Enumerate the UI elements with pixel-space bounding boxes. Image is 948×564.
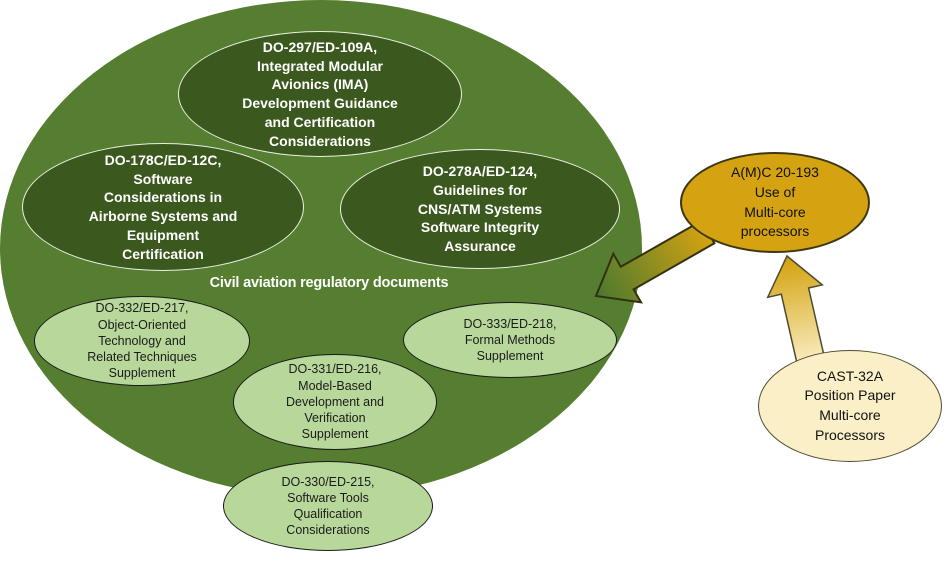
node-cast-32a-label: CAST-32A Position Paper Multi-core Proce… — [804, 367, 896, 443]
node-do-330-ed-215: DO-330/ED-215, Software Tools Qualificat… — [223, 461, 433, 551]
civil-aviation-documents-caption: Civil aviation regulatory documents — [209, 275, 449, 291]
node-do-332-ed-217: DO-332/ED-217, Object-Oriented Technolog… — [34, 296, 250, 386]
node-do-331-ed-216: DO-331/ED-216, Model-Based Development a… — [233, 354, 437, 450]
node-do-330-label: DO-330/ED-215, Software Tools Qualificat… — [281, 474, 375, 538]
node-cast-32a: CAST-32A Position Paper Multi-core Proce… — [758, 350, 942, 462]
node-do-333-ed-218: DO-333/ED-218, Formal Methods Supplement — [403, 302, 617, 378]
node-do-178c-ed-12c: DO-178C/ED-12C, Software Considerations … — [22, 143, 304, 271]
node-do-331-label: DO-331/ED-216, Model-Based Development a… — [286, 362, 384, 442]
node-amc-20-193: A(M)C 20-193 Use of Multi-core processor… — [680, 152, 870, 253]
node-do-332-label: DO-332/ED-217, Object-Oriented Technolog… — [87, 301, 197, 381]
arrow-cast32a-to-amc20-193 — [766, 254, 827, 370]
node-do-333-label: DO-333/ED-218, Formal Methods Supplement — [463, 316, 557, 364]
node-do-278a-ed-124: DO-278A/ED-124, Guidelines for CNS/ATM S… — [340, 149, 620, 269]
node-amc-20-193-label: A(M)C 20-193 Use of Multi-core processor… — [731, 164, 819, 240]
node-do-297-label: DO-297/ED-109A, Integrated Modular Avion… — [242, 38, 398, 149]
node-do-278a-label: DO-278A/ED-124, Guidelines for CNS/ATM S… — [417, 163, 543, 255]
node-do-178c-label: DO-178C/ED-12C, Software Considerations … — [88, 151, 238, 262]
node-do-297-ed-109a: DO-297/ED-109A, Integrated Modular Avion… — [178, 31, 462, 157]
